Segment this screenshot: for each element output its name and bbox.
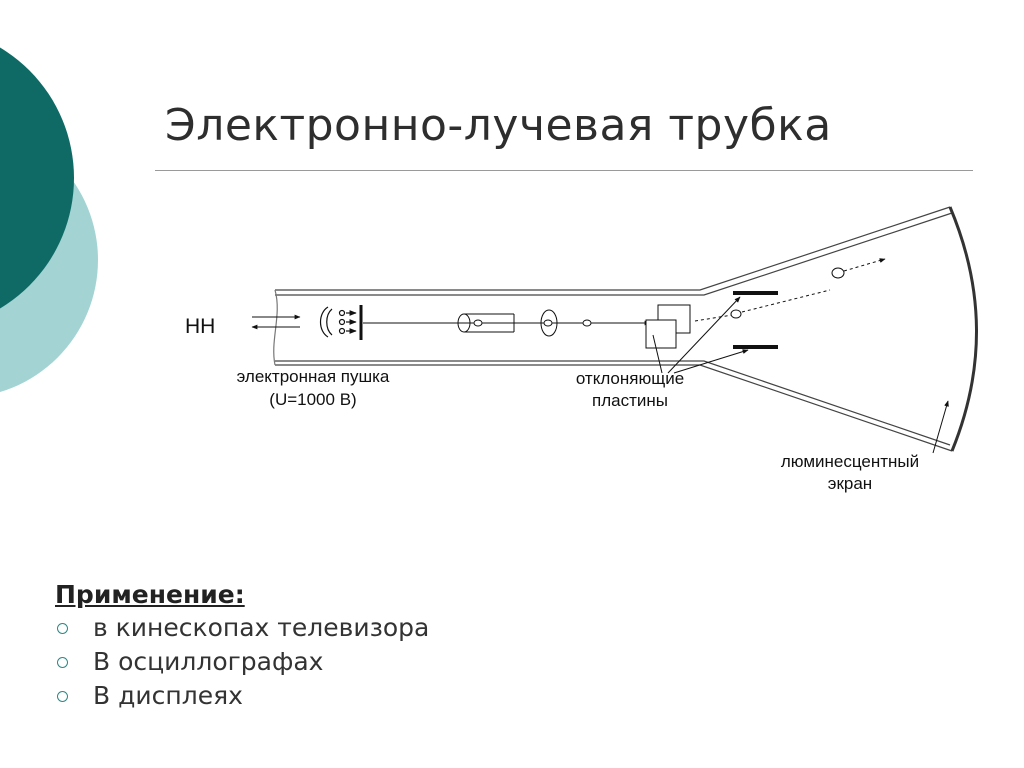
hn-arrows bbox=[251, 314, 301, 330]
usage-item-text: В дисплеях bbox=[93, 681, 243, 710]
usage-item: В осциллографах bbox=[55, 645, 429, 679]
focusing-system bbox=[457, 267, 845, 337]
screen-label-line1: люминесцентный bbox=[781, 452, 919, 471]
screen-label-line2: экран bbox=[828, 474, 872, 493]
crt-diagram: НН электронная пушка (U=1000 В) отклоняю… bbox=[185, 206, 978, 493]
usage-item-text: в кинескопах телевизора bbox=[93, 613, 430, 642]
title-divider bbox=[155, 170, 973, 171]
gun-label-line2: (U=1000 В) bbox=[269, 390, 356, 409]
usage-heading: Применение: bbox=[55, 580, 245, 609]
plates-label-line2: пластины bbox=[592, 391, 668, 410]
usage-item-text: В осциллографах bbox=[93, 647, 324, 676]
gun-label-line1: электронная пушка bbox=[237, 367, 390, 386]
decorative-circles bbox=[0, 47, 98, 393]
luminescent-screen bbox=[948, 206, 978, 452]
electron-beam bbox=[363, 258, 886, 326]
usage-section: Применение: в кинескопах телевизора В ос… bbox=[55, 580, 429, 713]
pointer-lines bbox=[652, 296, 949, 454]
deflection-plates bbox=[645, 291, 778, 349]
slide-title: Электронно-лучевая трубка bbox=[165, 100, 832, 151]
electron-gun bbox=[319, 305, 363, 340]
usage-item: В дисплеях bbox=[55, 679, 429, 713]
tube-body bbox=[273, 206, 978, 452]
circle-bullet-icon bbox=[57, 691, 68, 702]
usage-item: в кинескопах телевизора bbox=[55, 611, 429, 645]
hn-label: НН bbox=[185, 315, 215, 338]
usage-list: в кинескопах телевизора В осциллографах … bbox=[55, 611, 429, 713]
circle-bullet-icon bbox=[57, 657, 68, 668]
plates-label-line1: отклоняющие bbox=[576, 369, 684, 388]
dark-teal-circle bbox=[0, 47, 74, 309]
circle-bullet-icon bbox=[57, 623, 68, 634]
